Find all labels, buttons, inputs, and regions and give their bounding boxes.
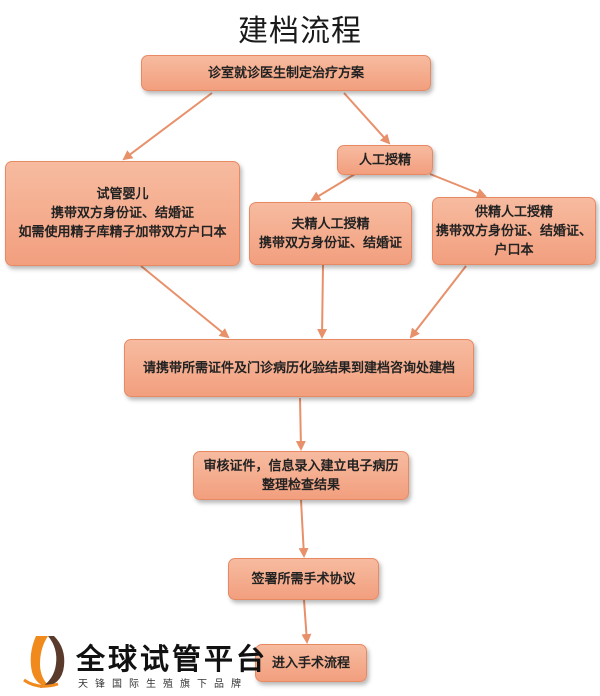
arrow-documents-to-review (295, 397, 306, 451)
arrow-review-to-sign (298, 499, 309, 558)
node-artificial-insemination: 人工授精 (337, 145, 433, 175)
node-donor-sperm: 供精人工授精 携带双方身份证、结婚证、 户口本 (432, 197, 596, 265)
node-review-docs-line-2: 整理检查结果 (261, 477, 340, 493)
node-bring-documents: 请携带所需证件及门诊病历化验结果到建档咨询处建档 (124, 339, 474, 397)
page-title: 建档流程 (238, 14, 362, 49)
node-artificial-insemination-text: 人工授精 (358, 152, 411, 168)
node-husband-sperm-title: 夫精人工授精 (291, 216, 370, 232)
node-husband-sperm-line-2: 携带双方身份证、结婚证 (258, 235, 402, 251)
brand-logo: 全球试管平台 天锋国际生殖旗下品牌 (18, 632, 270, 692)
arrow-plan-to-ai (343, 92, 391, 145)
arrow-plan-to-ivf (122, 92, 213, 161)
node-donor-sperm-title: 供精人工授精 (474, 204, 553, 220)
arrow-sign-to-surgery (301, 599, 312, 644)
node-sign-agreement-text: 签署所需手术协议 (251, 571, 356, 587)
node-review-docs-line-1: 审核证件，信息录入建立电子病历 (203, 458, 399, 474)
node-enter-surgery: 进入手术流程 (255, 644, 367, 682)
node-bring-documents-text: 请携带所需证件及门诊病历化验结果到建档咨询处建档 (142, 360, 455, 376)
node-ivf-baby-title: 试管婴儿 (96, 187, 149, 202)
node-enter-surgery-text: 进入手术流程 (271, 655, 350, 671)
arrow-husband-to-documents (317, 264, 328, 339)
node-ivf-baby-line-2: 携带双方身份证、结婚证 (50, 206, 194, 221)
arrow-ivf-to-documents (140, 265, 230, 339)
arrow-ai-to-husband (310, 173, 356, 202)
node-ivf-baby-line-3: 如需使用精子库精子加带双方户口本 (18, 225, 227, 240)
brand-mark-icon (23, 636, 65, 688)
node-sign-agreement: 签署所需手术协议 (228, 558, 379, 600)
node-donor-sperm-line-2: 携带双方身份证、结婚证、 (435, 223, 592, 239)
node-doctor-plan-text: 诊室就诊医生制定治疗方案 (207, 65, 364, 81)
arrow-ai-to-donor (429, 173, 487, 198)
arrow-donor-to-documents (409, 265, 467, 339)
node-doctor-plan: 诊室就诊医生制定治疗方案 (141, 55, 431, 91)
node-review-docs: 审核证件，信息录入建立电子病历 整理检查结果 (193, 451, 409, 500)
node-ivf-baby: 试管婴儿 携带双方身份证、结婚证 如需使用精子库精子加带双方户口本 (5, 161, 240, 266)
node-husband-sperm: 夫精人工授精 携带双方身份证、结婚证 (249, 202, 412, 265)
brand-name: 全球试管平台 (76, 642, 269, 676)
brand-slogan: 天锋国际生殖旗下品牌 (78, 679, 248, 690)
node-donor-sperm-line-3: 户口本 (494, 242, 534, 258)
